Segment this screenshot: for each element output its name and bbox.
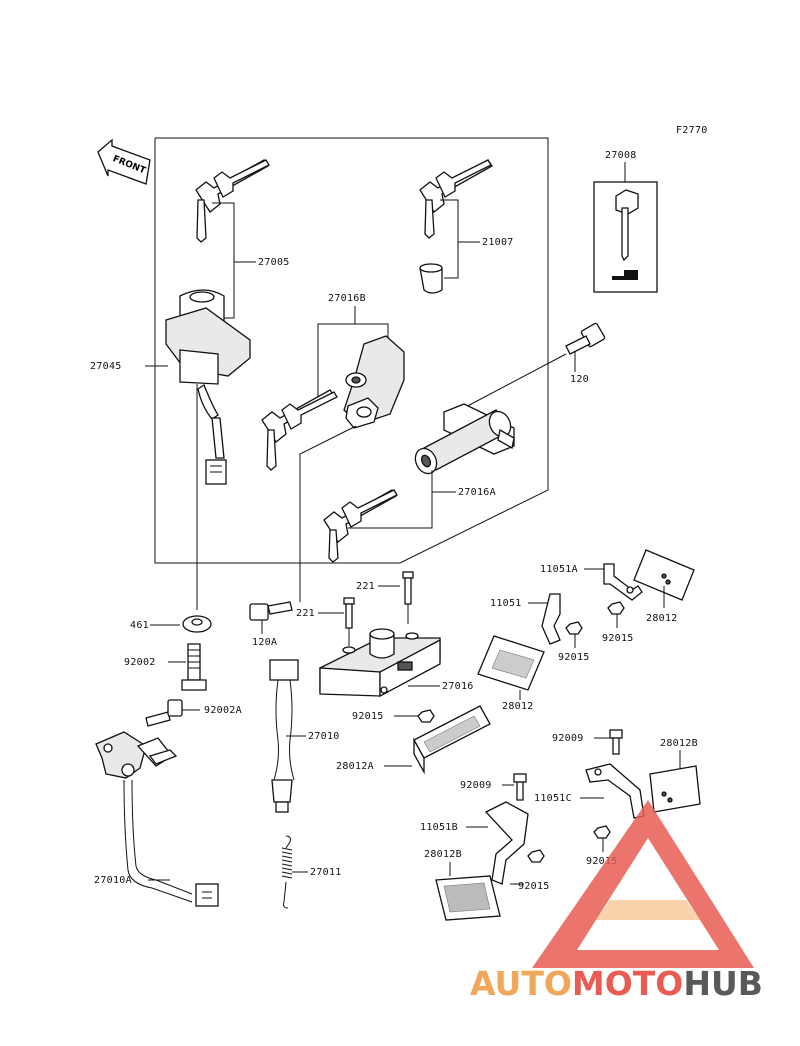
nut-92015-c	[417, 709, 435, 723]
label-92002: 92002	[124, 657, 156, 668]
reflector-28012B-r	[649, 765, 701, 813]
label-21007: 21007	[482, 237, 514, 248]
label-11051A: 11051A	[540, 564, 578, 575]
label-92015-a: 92015	[602, 633, 634, 644]
label-120A: 120A	[252, 637, 277, 648]
label-27010: 27010	[308, 731, 340, 742]
switch-bracket-27010A	[95, 731, 219, 907]
bracket-11051A	[603, 563, 643, 601]
label-27010A: 27010A	[94, 875, 132, 886]
bolt-120	[565, 322, 606, 355]
keys-27016A	[323, 489, 398, 563]
screw-92009-b	[513, 773, 527, 801]
label-27008: 27008	[605, 150, 637, 161]
label-221-a: 221	[296, 608, 315, 619]
ignition-keys-27005	[195, 159, 270, 243]
label-92015-c: 92015	[352, 711, 384, 722]
lock-housing-27016	[319, 628, 441, 698]
spring-27011	[281, 835, 293, 909]
reflector-28012A	[413, 705, 491, 775]
screw-92009-a	[609, 729, 623, 755]
switch-27010	[269, 659, 299, 813]
label-92015-b: 92015	[558, 652, 590, 663]
label-92009-a: 92009	[552, 733, 584, 744]
reflector-28012-top	[633, 549, 695, 601]
seat-lock-27016B	[343, 335, 405, 429]
label-11051C: 11051C	[534, 793, 572, 804]
label-461: 461	[130, 620, 149, 631]
bracket-11051C	[585, 763, 645, 819]
ignition-switch-27045	[165, 289, 251, 485]
label-28012-b: 28012	[502, 701, 534, 712]
front-arrow-icon: FRONT	[97, 138, 151, 185]
bolt-92002A	[145, 699, 183, 727]
bracket-11051B	[484, 801, 529, 885]
nut-92015-a	[607, 601, 625, 615]
keys-seat-lock	[261, 389, 338, 471]
nut-92015-e	[527, 849, 545, 863]
label-120: 120	[570, 374, 589, 385]
label-92002A: 92002A	[204, 705, 242, 716]
screw-221-a	[343, 597, 355, 629]
kit-box-outline	[154, 137, 549, 564]
label-27016A: 27016A	[458, 487, 496, 498]
label-11051: 11051	[490, 598, 522, 609]
label-27011: 27011	[310, 867, 342, 878]
watermark-logo	[532, 800, 754, 968]
label-28012-a: 28012	[646, 613, 678, 624]
label-27005: 27005	[258, 257, 290, 268]
label-92015-e: 92015	[518, 881, 550, 892]
figure-code: F2770	[676, 125, 708, 136]
reflector-28012-mid	[477, 635, 545, 691]
label-92009-b: 92009	[460, 780, 492, 791]
bracket-11051	[541, 593, 561, 645]
label-28012A: 28012A	[336, 761, 374, 772]
watermark-text: AUTOMOTOHUB	[470, 964, 763, 1003]
screw-221-b	[402, 571, 414, 605]
bolt-92002	[181, 643, 207, 691]
nut-92015-d	[593, 825, 611, 839]
lock-cylinder-27016A	[414, 403, 515, 475]
bolt-120A	[249, 601, 293, 621]
label-11051B: 11051B	[420, 822, 458, 833]
label-27016B: 27016B	[328, 293, 366, 304]
keys-21007	[419, 159, 493, 294]
reflector-28012B-l	[435, 875, 501, 921]
label-221-b: 221	[356, 581, 375, 592]
label-27016: 27016	[442, 681, 474, 692]
label-28012B-l: 28012B	[424, 849, 462, 860]
label-28012B-r: 28012B	[660, 738, 698, 749]
label-92015-d: 92015	[586, 856, 618, 867]
label-27045: 27045	[90, 361, 122, 372]
nut-92015-b	[565, 621, 583, 635]
washer-461	[182, 615, 212, 633]
